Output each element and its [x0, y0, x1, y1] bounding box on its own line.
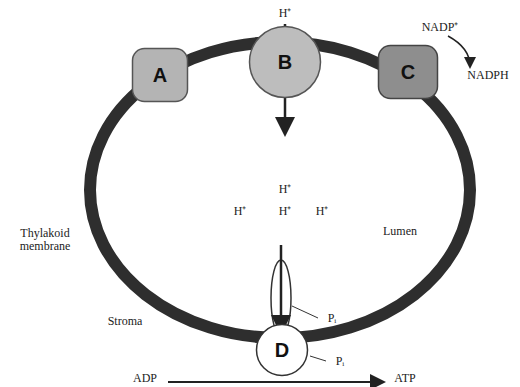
leader-line	[310, 356, 326, 361]
text-label: Lumen	[383, 225, 417, 238]
node-letter: D	[275, 339, 289, 362]
node-letter: B	[278, 51, 292, 74]
protein-circle: D	[255, 323, 309, 377]
text-label: H⁺	[316, 205, 329, 218]
node-letter: A	[153, 64, 167, 87]
text-label: H⁺	[279, 205, 292, 218]
text-label: H⁺	[279, 7, 292, 20]
text-label: Thylakoid membrane	[6, 227, 84, 253]
adp-atp-arrow	[168, 381, 382, 383]
text-label: Pᵢ	[328, 312, 337, 325]
node-letter: C	[401, 61, 415, 84]
text-label: H⁺	[234, 205, 247, 218]
text-label: ADP	[133, 372, 157, 385]
text-label: ATP	[394, 372, 415, 385]
proton-flow-arrow	[280, 245, 283, 330]
protein-complex: C	[377, 44, 439, 100]
text-label: NADP⁺	[422, 21, 459, 34]
text-label: H⁺	[279, 183, 292, 196]
protein-complex: A	[131, 47, 189, 103]
text-label: NADPH	[467, 69, 508, 82]
leader-line	[292, 306, 318, 318]
protein-circle: B	[248, 25, 322, 99]
text-label: Pᵢ	[336, 355, 345, 368]
nadp-arrow	[448, 36, 470, 66]
text-label: Stroma	[108, 315, 143, 328]
